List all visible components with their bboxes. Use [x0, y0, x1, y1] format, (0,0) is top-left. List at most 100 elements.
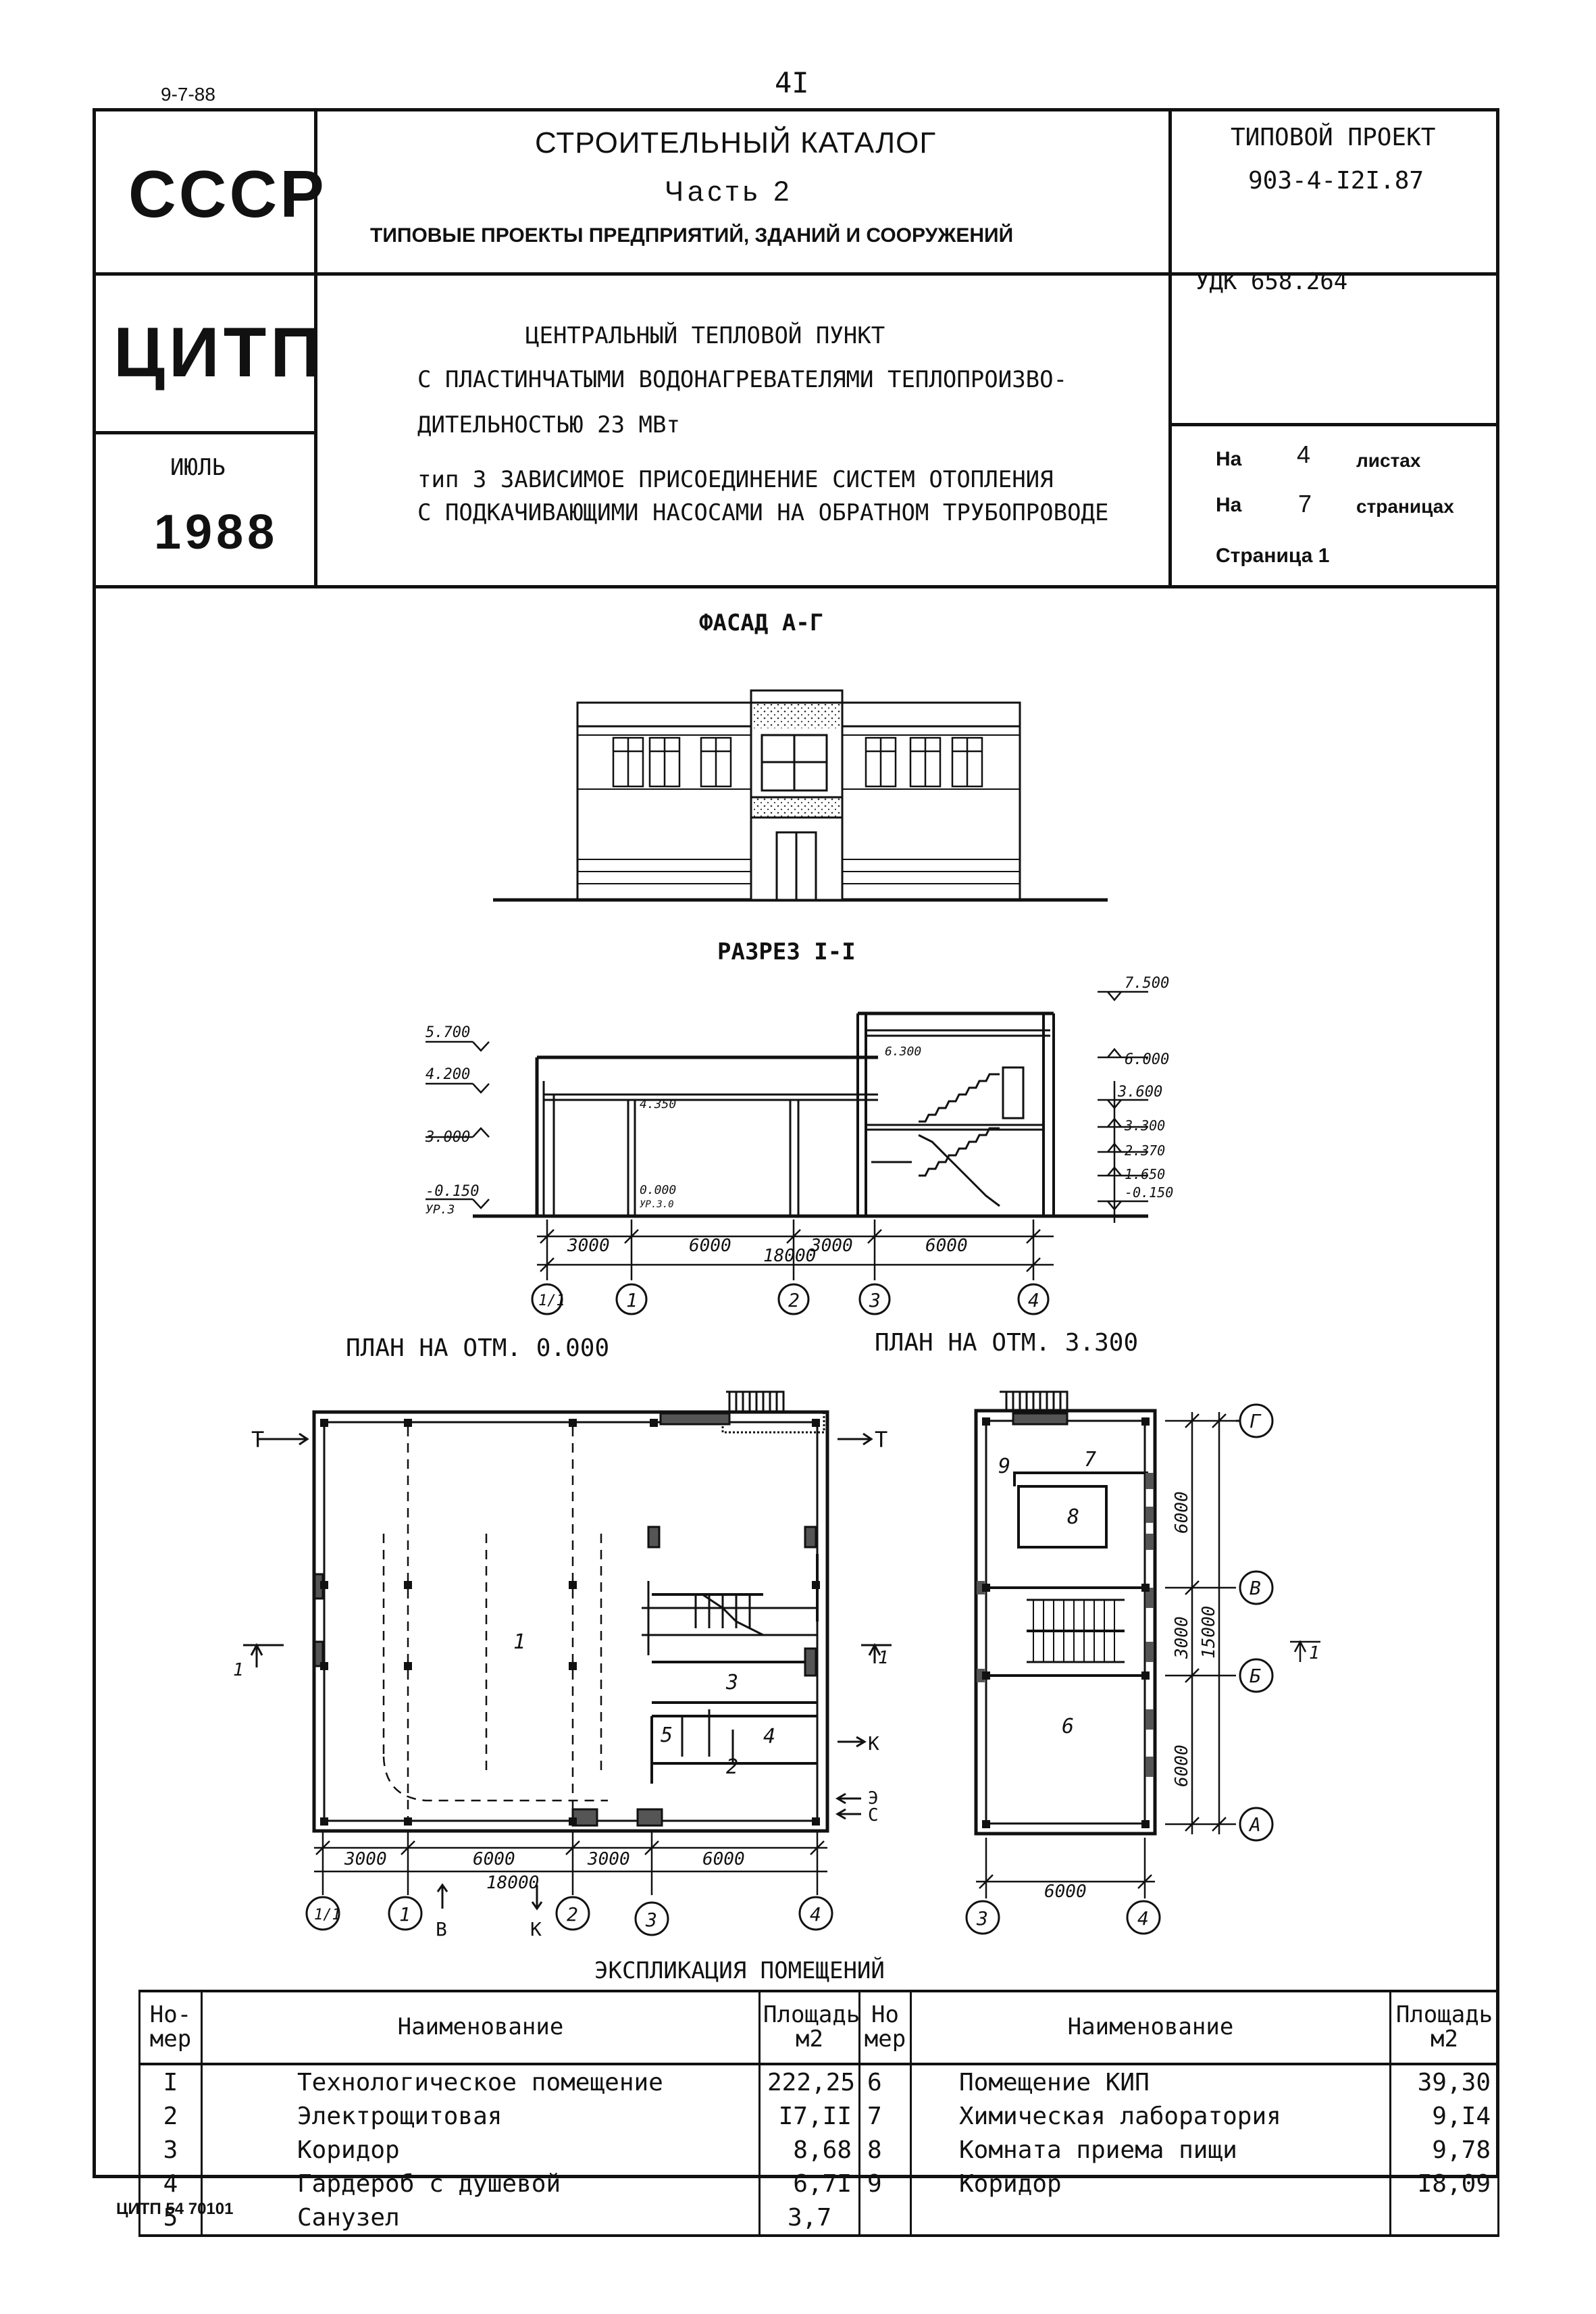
plan2-vdim-3000: 3000 — [1172, 1616, 1192, 1659]
room-5: 5 — [661, 1724, 673, 1747]
room-area: 3,7 — [758, 2200, 860, 2237]
cut-mark-upper: 1 — [1309, 1643, 1320, 1663]
header-bottom-line — [93, 585, 1499, 588]
left-panel-divider — [93, 431, 317, 434]
right-panel-divider — [1168, 423, 1499, 426]
room-number: 6 — [858, 2064, 912, 2099]
room-area — [1389, 2200, 1499, 2237]
plan2-axis-3: 3 — [976, 1907, 988, 1930]
room-name: Коридор — [910, 2167, 1391, 2200]
org-citp: ЦИТП — [113, 313, 325, 392]
plan1-axis-1-1: 1/1 — [314, 1907, 341, 1923]
sec-axis-3: 3 — [869, 1289, 881, 1311]
room-number: 8 — [858, 2133, 912, 2167]
level-5700: 5.700 — [426, 1024, 470, 1041]
room-name: Гардероб с душевой — [201, 2167, 761, 2200]
footer-code: ЦИТП 54 70101 — [116, 2200, 234, 2218]
sheets-count: 4 — [1297, 441, 1311, 468]
room-area: 6,7I — [758, 2167, 860, 2200]
plan2-vdim-6000-top: 6000 — [1172, 1491, 1192, 1534]
room-area: 9,78 — [1389, 2133, 1499, 2167]
plan-upper-drawing — [965, 1390, 1320, 1935]
axis-g: Г — [1250, 1410, 1262, 1432]
sheets-na-1: На — [1216, 448, 1242, 470]
sec-dim-3000-a: 3000 — [567, 1236, 610, 1256]
room-number — [858, 2200, 912, 2237]
plan1-dim-6000-b: 6000 — [702, 1849, 745, 1869]
room-name: Комната приема пищи — [910, 2133, 1391, 2167]
mark-v: В — [436, 1918, 447, 1940]
plan1-axis-1: 1 — [399, 1903, 411, 1926]
room-8: 8 — [1067, 1505, 1079, 1529]
room-6: 6 — [1062, 1715, 1074, 1738]
room-area: 222,25 — [758, 2064, 860, 2099]
room-9: 9 — [998, 1455, 1010, 1478]
project-label: ТИПОВОЙ ПРОЕКТ — [1231, 124, 1436, 151]
sec-axis-2: 2 — [788, 1289, 800, 1311]
plan2-axis-4: 4 — [1137, 1907, 1149, 1930]
plan1-dim-3000: 3000 — [344, 1849, 387, 1869]
room-area: 8,68 — [758, 2133, 860, 2167]
plan1-axis-2: 2 — [567, 1903, 578, 1926]
title-line-2: С ПЛАСТИНЧАТЫМИ ВОДОНАГРЕВАТЕЛЯМИ ТЕПЛОП… — [417, 366, 1068, 393]
table-row: 4 Гардероб с душевой 6,7I 9 Коридор I8,0… — [138, 2167, 1499, 2200]
level-6300: 6.300 — [885, 1045, 921, 1059]
room-number: 4 — [138, 2167, 203, 2200]
plan-upper-title: ПЛАН НА ОТМ. 3.300 — [875, 1329, 1139, 1357]
plan2-vdim-15000: 15000 — [1199, 1606, 1219, 1659]
sec-axis-1-1: 1/1 — [538, 1292, 565, 1309]
plan2-dim-6000: 6000 — [1044, 1882, 1087, 1902]
plan-upper-labels: 9 7 8 6 1 Г В Б А 6000 3 4 6000 3000 150… — [976, 1410, 1320, 1930]
level-minus-150-left: -0.150 — [426, 1183, 479, 1200]
table-row: 5 Санузел 3,7 — [138, 2200, 1499, 2237]
mark-k: К — [530, 1918, 542, 1940]
room-4: 4 — [763, 1725, 775, 1749]
plan1-dim-6000: 6000 — [473, 1849, 515, 1869]
sheets-na-2: На — [1216, 494, 1242, 516]
sec-dim-6000-a: 6000 — [689, 1236, 731, 1256]
room-7: 7 — [1084, 1448, 1096, 1472]
cut-mark-right: 1 — [878, 1648, 889, 1668]
level-3300: 3.300 — [1124, 1117, 1165, 1134]
sec-axis-4: 4 — [1028, 1289, 1039, 1311]
level-4350: 4.350 — [640, 1097, 676, 1111]
room-3: 3 — [725, 1671, 738, 1694]
right-column-divider — [1168, 108, 1172, 588]
room-name: Химическая лаборатория — [910, 2099, 1391, 2133]
month: ИЮЛЬ — [170, 454, 226, 481]
room-number: 7 — [858, 2099, 912, 2133]
sec-axis-1: 1 — [626, 1289, 638, 1311]
room-number: 9 — [858, 2167, 912, 2200]
header-number: Но-мер — [138, 1990, 203, 2065]
level-2370: 2.370 — [1125, 1142, 1165, 1159]
table-row: 2 Электрощитовая I7,II 7 Химическая лабо… — [138, 2099, 1499, 2133]
cut-mark-left: 1 — [233, 1660, 244, 1680]
page-label: Страница 1 — [1216, 545, 1330, 567]
left-column-divider — [314, 108, 317, 588]
catalog-title: СТРОИТЕЛЬНЫЙ КАТАЛОГ — [535, 126, 937, 159]
pages-unit: страницах — [1356, 496, 1454, 517]
page-number: 4I — [775, 66, 809, 99]
room-name: Технологическое помещение — [201, 2064, 761, 2099]
header-area: Площадь м2 — [758, 1990, 860, 2065]
section-drawing — [426, 990, 1148, 1315]
table-row: 3 Коридор 8,68 8 Комната приема пищи 9,7… — [138, 2133, 1499, 2167]
catalog-part: Часть 2 — [665, 175, 794, 207]
title-line-3: ДИТЕЛЬНОСТЬЮ 23 МВт — [417, 411, 680, 438]
room-number: 2 — [138, 2099, 203, 2133]
room-1: 1 — [513, 1630, 525, 1654]
plan-ground-drawing — [243, 1390, 892, 1936]
room-area: I7,II — [758, 2099, 860, 2133]
facade-title: ФАСАД А-Г — [699, 609, 824, 636]
level-3000: 3.000 — [425, 1129, 470, 1146]
mark-t-right: Т — [875, 1427, 887, 1453]
room-area: I8,09 — [1389, 2167, 1499, 2200]
header-area-2: Площадь м2 — [1389, 1990, 1499, 2065]
header-row-divider — [93, 272, 1499, 276]
header-name: Наименование — [201, 1990, 761, 2065]
section-labels: 5.700 4.200 3.000 -0.150 УР.З 6.300 4.35… — [425, 975, 1173, 1311]
explication-table: Но-мер Наименование Площадь м2 Но мер На… — [138, 1990, 1499, 2237]
header-name-2: Наименование — [910, 1990, 1391, 2065]
explication-title: ЭКСПЛИКАЦИЯ ПОМЕЩЕНИЙ — [594, 1957, 885, 1984]
